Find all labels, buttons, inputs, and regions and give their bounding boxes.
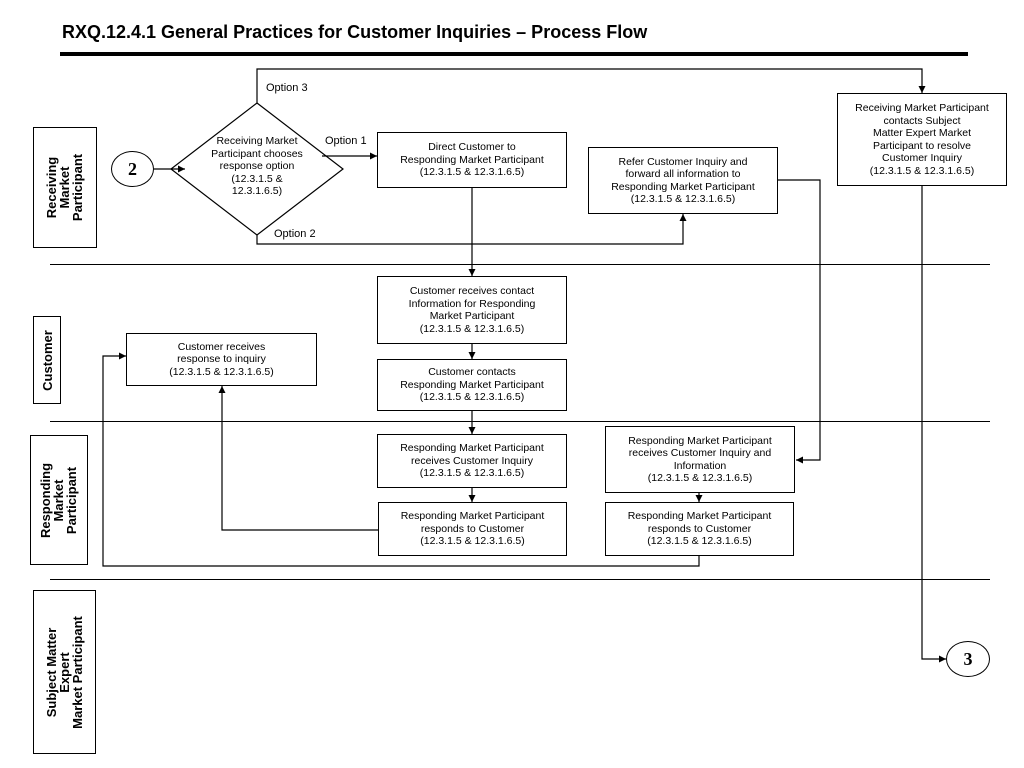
lane-separator	[50, 264, 990, 265]
lane-separator	[50, 579, 990, 580]
start-connector-label: 2	[128, 158, 137, 179]
rmp-responds-left-box: Responding Market Participant responds t…	[378, 502, 567, 556]
rmp-receives-info-box: Responding Market Participant receives C…	[605, 426, 795, 493]
lane-label-customer: Customer	[33, 316, 61, 404]
lane-separator	[50, 421, 990, 422]
start-connector: 2	[111, 151, 154, 187]
customer-contacts-box: Customer contacts Responding Market Part…	[377, 359, 567, 411]
rmp-receives-inquiry-box: Responding Market Participant receives C…	[377, 434, 567, 488]
refer-inquiry-box: Refer Customer Inquiry and forward all i…	[588, 147, 778, 214]
decision-text: Receiving Market Participant chooses res…	[211, 135, 303, 197]
option1-label: Option 1	[325, 135, 367, 147]
arrow-option2	[256, 214, 687, 245]
arrow-responds-to-customer	[218, 386, 378, 531]
title-rule	[60, 52, 968, 56]
direct-customer-box: Direct Customer to Responding Market Par…	[377, 132, 567, 188]
customer-receives-response-box: Customer receives response to inquiry (1…	[126, 333, 317, 386]
end-connector: 3	[946, 641, 990, 677]
arrow-option3	[256, 68, 926, 103]
arrow-refer-to-rmp-info	[778, 179, 821, 464]
page-title: RXQ.12.4.1 General Practices for Custome…	[62, 22, 648, 42]
rmp-responds-right-box: Responding Market Participant responds t…	[605, 502, 794, 556]
arrow-sme-to-end	[921, 186, 946, 663]
lane-label-responding: Responding Market Participant	[30, 435, 88, 565]
contacts-sme-box: Receiving Market Participant contacts Su…	[837, 93, 1007, 186]
option2-label: Option 2	[274, 228, 316, 240]
lane-label-sme: Subject Matter Expert Market Participant	[33, 590, 96, 754]
end-connector-label: 3	[963, 648, 973, 669]
customer-receives-contact-box: Customer receives contact Information fo…	[377, 276, 567, 344]
lane-label-receiving: Receiving Market Participant	[33, 127, 97, 248]
option3-label: Option 3	[266, 82, 308, 94]
arrow-responds-right-to-customer	[102, 352, 700, 567]
